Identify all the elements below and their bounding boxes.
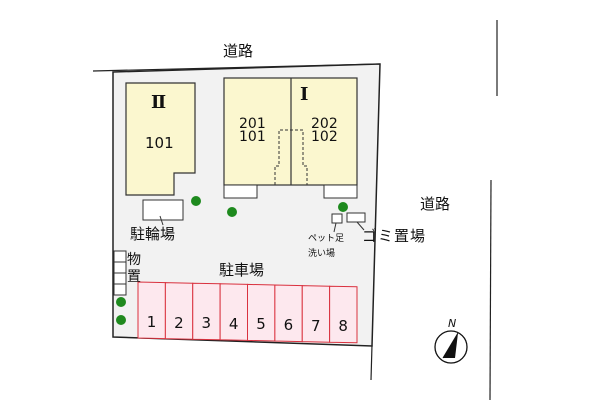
trees <box>116 196 348 325</box>
tree-icon <box>191 196 201 206</box>
compass-north-label: N <box>448 317 457 330</box>
room-102: 102 <box>311 129 338 145</box>
lot-edge-extension <box>370 344 373 381</box>
leader-line <box>333 222 337 233</box>
entrance-box-right <box>323 184 358 199</box>
road-label-right: 道路 <box>420 195 451 213</box>
garbage-area <box>346 212 366 223</box>
parking-space-number: 3 <box>201 314 211 333</box>
parking-space-number: 1 <box>146 313 157 331</box>
parking-label: 駐車場 <box>219 261 265 279</box>
staircase-outline <box>274 129 308 185</box>
pet-wash-station <box>331 213 343 224</box>
building-2 <box>125 82 196 196</box>
tree-icon <box>116 315 126 325</box>
entrance-box-left <box>223 184 258 199</box>
tree-icon <box>227 207 237 217</box>
leader-line <box>159 215 164 226</box>
storage-units <box>113 250 127 296</box>
parking-space-number: 5 <box>256 315 266 334</box>
building-2-name: Ⅱ <box>151 92 167 113</box>
building-1-name: Ⅰ <box>300 84 309 105</box>
garbage-label: ゴミ置場 <box>362 227 427 245</box>
parking-space-number: 4 <box>228 314 239 333</box>
compass-icon <box>434 330 468 364</box>
parking-space-number: 2 <box>174 313 184 332</box>
road-edge-right-lower <box>489 179 492 400</box>
road-label-top: 道路 <box>223 42 254 60</box>
bicycle-parking-area <box>142 199 184 221</box>
pet-wash-label-2: 洗い場 <box>308 249 336 259</box>
room-201: 201 <box>239 116 266 132</box>
parking-space-number: 7 <box>310 316 321 335</box>
parking-space-number: 6 <box>283 316 294 334</box>
room-202: 202 <box>311 116 338 132</box>
parking-space-number: 8 <box>338 317 348 336</box>
building-2-room: 101 <box>145 134 174 152</box>
leader-line <box>356 221 365 231</box>
parking-spaces <box>137 281 358 344</box>
parking-space <box>329 285 358 344</box>
bicycle-parking-label: 駐輪場 <box>130 225 176 243</box>
tree-icon <box>116 297 126 307</box>
room-101: 101 <box>239 129 266 145</box>
storage-label: 物置 <box>127 252 141 285</box>
tree-icon <box>338 202 348 212</box>
pet-wash-label-1: ペット足 <box>308 234 345 244</box>
